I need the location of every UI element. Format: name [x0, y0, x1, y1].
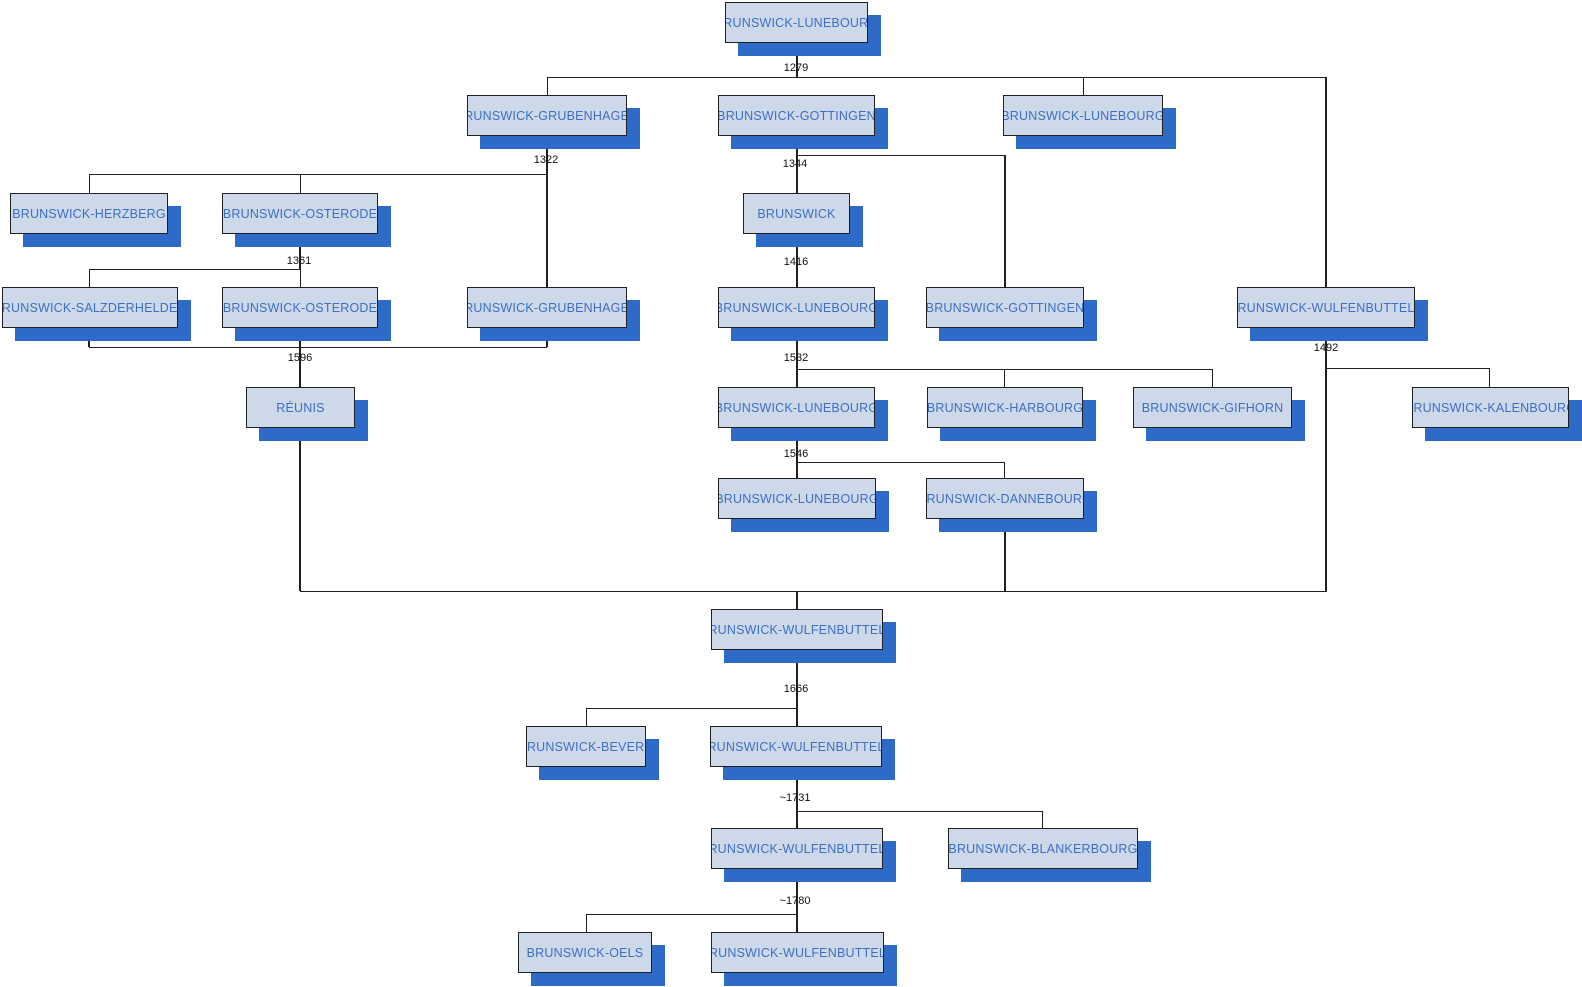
tree-node-grubenhagen-2[interactable]: BRUNSWICK-GRUBENHAGEN [467, 287, 627, 328]
division-year-label: 1666 [783, 683, 809, 695]
connector-line-vertical [1212, 369, 1213, 387]
division-year-label: 1322 [533, 154, 559, 166]
tree-node-salzderhelden[interactable]: BRUNSWICK-SALZDERHELDEN [2, 287, 178, 328]
connector-line-vertical [1325, 328, 1327, 591]
division-year-label: 1532 [783, 352, 809, 364]
connector-line-vertical [1083, 77, 1084, 95]
connector-line-vertical [1004, 462, 1005, 478]
tree-node-wulfenbuttels-5[interactable]: BRUNSWICK-WULFENBUTTELS [711, 932, 884, 973]
tree-node-oels[interactable]: BRUNSWICK-OELS [518, 932, 652, 973]
tree-node-gottingen[interactable]: BRUNSWICK-GOTTINGEN [718, 95, 875, 136]
division-year-label: 1361 [286, 255, 312, 267]
connector-line-vertical [796, 136, 798, 193]
tree-node-bevern[interactable]: BRUNSWICK-BEVERN [526, 726, 646, 767]
division-year-label: ~1780 [779, 895, 811, 907]
connector-line-vertical [299, 234, 301, 269]
connector-line-vertical [796, 328, 798, 387]
division-year-label: 1492 [1313, 342, 1339, 354]
division-year-label: ~1731 [779, 792, 811, 804]
connector-line-vertical [88, 328, 90, 347]
connector-line-horizontal [300, 591, 1327, 592]
connector-line-horizontal [1326, 368, 1490, 369]
tree-node-herzberg[interactable]: BRUNSWICK-HERZBERG [10, 193, 168, 234]
connector-line-vertical [796, 234, 798, 287]
division-year-label: 1596 [287, 352, 313, 364]
connector-line-horizontal [796, 811, 1043, 812]
connector-line-horizontal [89, 269, 300, 270]
tree-node-blankerbourg[interactable]: BRUNSWICK-BLANKERBOURG [948, 828, 1138, 869]
connector-line-vertical [299, 328, 301, 347]
connector-line-vertical [1004, 155, 1006, 287]
connector-line-vertical [796, 767, 798, 828]
connector-line-vertical [299, 428, 301, 591]
connector-line-vertical [300, 269, 301, 287]
connector-line-vertical [89, 269, 90, 287]
tree-node-lunebourg-root[interactable]: BRUNSWICK-LUNEBOURG [725, 2, 868, 43]
connector-line-vertical [1042, 811, 1043, 828]
tree-node-harbourg[interactable]: BRUNSWICK-HARBOURG [927, 387, 1083, 428]
tree-node-brunswick[interactable]: BRUNSWICK [743, 193, 850, 234]
tree-node-gifhorn[interactable]: BRUNSWICK-GIFHORN [1133, 387, 1292, 428]
connector-line-vertical [796, 43, 798, 77]
tree-node-osterode-2[interactable]: BRUNSWICK-OSTERODE [222, 287, 378, 328]
connector-line-horizontal [796, 155, 1005, 156]
connector-line-vertical [299, 347, 301, 387]
tree-node-wulfenbuttels-2[interactable]: BRUNSWICK-WULFENBUTTELS [711, 609, 883, 650]
connector-line-vertical [547, 77, 548, 95]
connector-line-horizontal [89, 174, 547, 175]
connector-line-horizontal [89, 347, 547, 348]
division-year-label: 1344 [782, 158, 808, 170]
tree-node-kalenbourg[interactable]: BRUNSWICK-KALENBOURG [1412, 387, 1569, 428]
connector-line-vertical [796, 869, 798, 932]
division-year-label: 1416 [783, 256, 809, 268]
connector-line-vertical [89, 174, 90, 193]
tree-node-wulfenbuttels-3[interactable]: BRUNSWICK-WULFENBUTTELS [710, 726, 882, 767]
tree-node-wulfenbuttels-1[interactable]: BRUNSWICK-WULFENBUTTELS [1237, 287, 1415, 328]
tree-node-gottingen-2[interactable]: BRUNSWICK-GOTTINGEN [926, 287, 1084, 328]
tree-node-reunis[interactable]: RÉUNIS [246, 387, 355, 428]
connector-line-vertical [1325, 77, 1327, 287]
connector-line-vertical [546, 136, 548, 174]
connector-line-vertical [1489, 368, 1490, 387]
connector-line-horizontal [547, 77, 1327, 78]
connector-line-vertical [1004, 519, 1006, 591]
connector-line-vertical [796, 650, 798, 726]
connector-line-horizontal [796, 462, 1005, 463]
tree-node-grubenhagen[interactable]: BRUNSWICK-GRUBENHAGEN [467, 95, 627, 136]
division-year-label: 1279 [783, 62, 809, 74]
connector-line-vertical [546, 174, 548, 287]
connector-line-vertical [300, 174, 301, 193]
tree-node-lunebourg-4[interactable]: BRUNSWICK-LUNEBOURG [718, 387, 875, 428]
connector-line-vertical [546, 328, 548, 347]
connector-line-vertical [586, 914, 587, 932]
connector-line-horizontal [586, 914, 797, 915]
connector-line-vertical [1004, 369, 1005, 387]
connector-line-vertical [796, 428, 798, 478]
tree-node-lunebourg-5[interactable]: BRUNSWICK-LUNEBOURG [718, 478, 876, 519]
tree-node-lunebourg-2[interactable]: BRUNSWICK-LUNEBOURG [1003, 95, 1163, 136]
division-year-label: 1546 [783, 448, 809, 460]
tree-node-wulfenbuttels-4[interactable]: BRUNSWICK-WULFENBUTTELS [711, 828, 883, 869]
tree-node-dannebourg[interactable]: BRUNSWICK-DANNEBOURG [926, 478, 1084, 519]
connector-line-horizontal [586, 708, 797, 709]
connector-line-vertical [586, 708, 587, 726]
tree-node-osterode[interactable]: BRUNSWICK-OSTERODE [222, 193, 378, 234]
tree-node-lunebourg-3[interactable]: BRUNSWICK-LUNEBOURG [718, 287, 875, 328]
connector-line-vertical [796, 591, 798, 609]
